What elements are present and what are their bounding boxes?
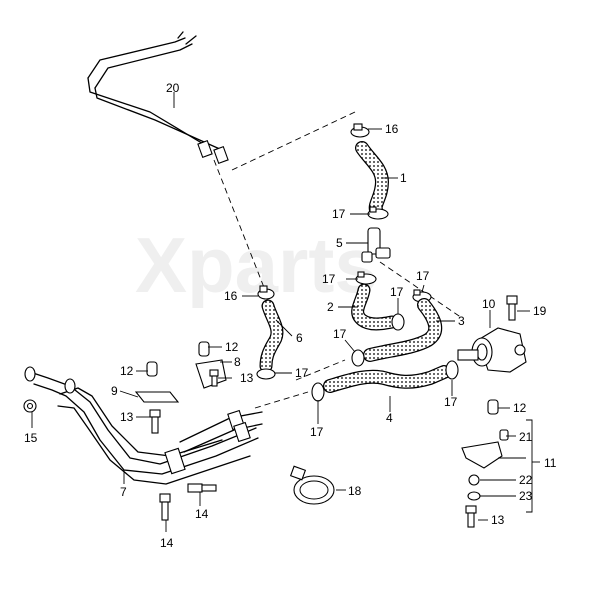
connector-part-5	[361, 227, 391, 263]
callout-6: 6	[296, 331, 303, 345]
callout-8: 8	[234, 355, 241, 369]
callout-15: 15	[24, 431, 38, 445]
callout-18: 18	[348, 484, 362, 498]
group-bracket-11	[526, 419, 540, 513]
hose-part-4	[323, 365, 451, 393]
cap-part-12-left	[146, 361, 158, 377]
callout-2: 2	[327, 300, 334, 314]
callout-5: 5	[336, 236, 343, 250]
clamp-part-17-hose3	[351, 349, 365, 367]
watermark-text: Xparts	[135, 221, 378, 309]
clamp-part-17-hose6	[256, 368, 276, 380]
hose-part-3	[363, 298, 443, 362]
callout-21: 21	[519, 430, 533, 444]
bracket-part-11	[461, 441, 503, 469]
callout-17: 17	[295, 366, 309, 380]
nut-part-15	[23, 399, 37, 413]
callout-13: 13	[120, 410, 134, 424]
screw-part-13-left	[149, 409, 161, 434]
callout-16: 16	[224, 289, 238, 303]
callout-23: 23	[519, 489, 533, 503]
clamp-part-17-center	[391, 313, 405, 331]
callout-7: 7	[120, 485, 127, 499]
callout-3: 3	[458, 314, 465, 328]
callout-14: 14	[195, 507, 209, 521]
hose-part-2	[351, 283, 399, 331]
leader-lines	[31, 92, 530, 532]
clamp-part-17-upper	[367, 206, 389, 220]
callout-12: 12	[120, 364, 134, 378]
screw-part-13-right	[465, 505, 477, 528]
callout-10: 10	[482, 297, 496, 311]
screw-part-14-bottom	[159, 493, 171, 521]
callout-17: 17	[444, 395, 458, 409]
pump-part-10	[457, 327, 527, 373]
callout-22: 22	[519, 473, 533, 487]
pipe-part-20	[87, 31, 229, 164]
callout-17: 17	[390, 285, 404, 299]
cap-part-12-right	[487, 399, 499, 415]
hose-part-6	[259, 299, 284, 373]
clamp-part-17-hose4-left	[311, 382, 325, 402]
clamp-part-18	[289, 465, 335, 505]
callout-1: 1	[400, 171, 407, 185]
callout-4: 4	[386, 411, 393, 425]
callout-12: 12	[225, 340, 239, 354]
callout-17: 17	[322, 272, 336, 286]
callout-20: 20	[166, 81, 180, 95]
clamp-part-16-lower	[257, 285, 275, 300]
screw-part-19	[506, 295, 518, 321]
callout-16: 16	[385, 122, 399, 136]
callout-9: 9	[111, 384, 118, 398]
callout-17: 17	[333, 327, 347, 341]
callout-11: 11	[544, 456, 557, 470]
screw-part-14-right	[187, 483, 217, 493]
washer-part-22	[468, 474, 480, 486]
callout-17: 17	[332, 207, 346, 221]
clamp-part-16-upper	[350, 123, 370, 138]
callout-17: 17	[416, 269, 430, 283]
assembly-lines	[213, 111, 463, 409]
washer-part-23	[467, 491, 481, 501]
screw-part-13-middle	[209, 369, 219, 387]
callout-labels: 16 1 17 5 17 17 2 17 3 17 10 19 17 4 17 …	[24, 81, 557, 550]
bracket-part-9	[134, 391, 180, 403]
callout-13: 13	[491, 513, 505, 527]
callout-19: 19	[533, 304, 547, 318]
pipe-part-7	[24, 366, 263, 485]
callout-17: 17	[310, 425, 324, 439]
callout-12: 12	[513, 401, 527, 415]
clamp-part-17-hose4-right	[445, 360, 459, 380]
hose-part-1	[355, 141, 390, 217]
screw-part-21	[499, 429, 509, 441]
callout-14: 14	[160, 536, 174, 550]
cap-part-12-middle	[198, 341, 210, 357]
callout-13: 13	[240, 371, 254, 385]
